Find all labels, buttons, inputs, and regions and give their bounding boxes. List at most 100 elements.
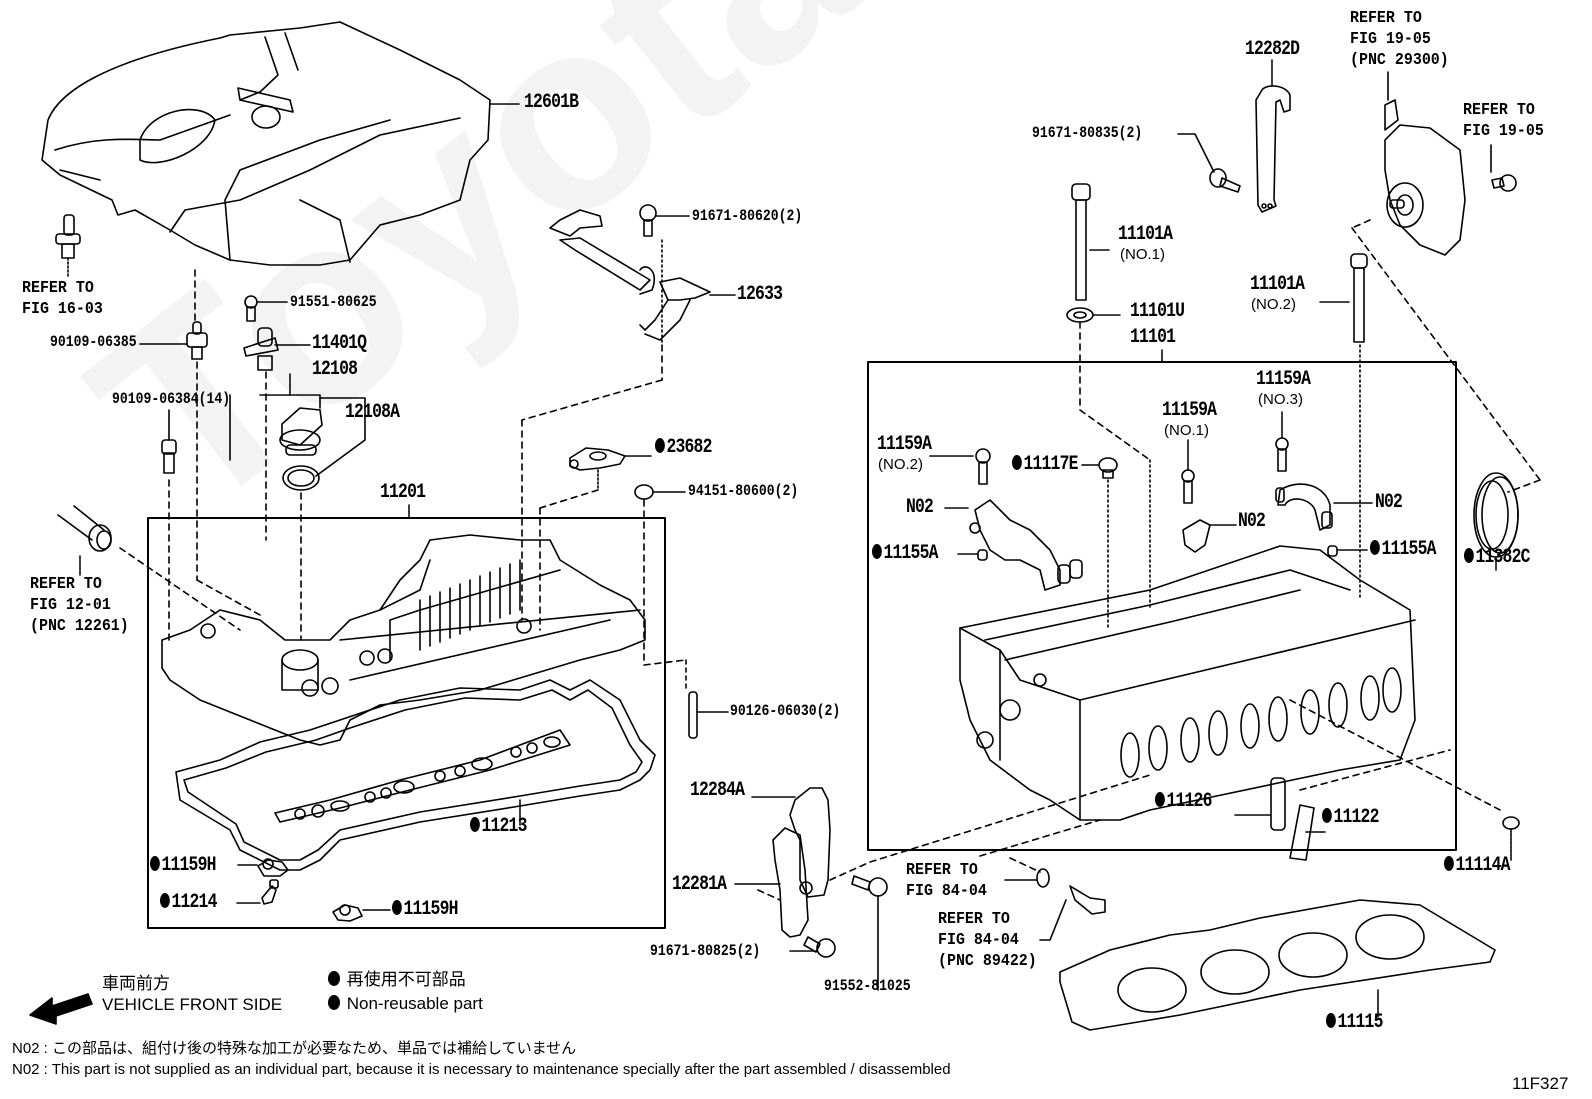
non-reusable-dot-icon — [392, 900, 402, 915]
part-label-91671-80835[interactable]: 91671-80835(2) — [1032, 124, 1143, 142]
cylinder-head-cover-frame — [147, 517, 666, 929]
part-label-12633[interactable]: 12633 — [737, 283, 783, 306]
part-label-11201[interactable]: 11201 — [380, 481, 426, 504]
non-reusable-dot-icon — [1370, 540, 1380, 555]
part-label-12108[interactable]: 12108 — [312, 358, 358, 381]
bolt-91671-80835-drawing — [1209, 168, 1241, 193]
part-label-n02-right[interactable]: N02 — [1375, 491, 1403, 514]
part-label-11214[interactable]: 11214 — [160, 893, 217, 913]
part-label-11101A-no2[interactable]: 11101A — [1250, 273, 1305, 296]
bolt-90109-06384-drawing — [161, 439, 177, 474]
part-label-90109-06385[interactable]: 90109-06385 — [50, 333, 137, 351]
part-label-11155A-left[interactable]: 11155A — [872, 544, 938, 564]
part-label-11213[interactable]: 11213 — [470, 817, 527, 837]
refer-fig-12-01[interactable]: REFER TO FIG 12-01 (PNC 12261) — [30, 575, 129, 636]
non-reusable-dot-icon — [1012, 455, 1022, 470]
part-label-11155A-right[interactable]: 11155A — [1370, 540, 1436, 560]
vehicle-front-arrow-icon — [29, 993, 93, 1025]
engine-cover-drawing — [41, 21, 491, 266]
cylinder-head-frame — [867, 361, 1457, 851]
dowel-drawing — [1327, 545, 1338, 557]
bolts-11159A-drawing — [975, 437, 1289, 504]
part-label-11159A-no3[interactable]: 11159A — [1256, 368, 1311, 391]
part-label-91671-80620[interactable]: 91671-80620(2) — [692, 207, 803, 225]
stud-90126-drawing — [688, 691, 698, 739]
note-n02-en: N02 : This part is not supplied as an in… — [12, 1061, 951, 1078]
legend-nonreusable-en: Non-reusable part — [328, 995, 483, 1012]
non-reusable-dot-icon — [872, 544, 882, 559]
refer-fig-84-04-gasket[interactable]: REFER TO FIG 84-04 — [906, 861, 987, 901]
oil-cap-drawing — [279, 407, 323, 491]
non-reusable-dot-icon — [160, 893, 170, 908]
non-reusable-dot-icon — [328, 995, 340, 1010]
refer-fig-16-03[interactable]: REFER TO FIG 16-03 — [22, 279, 103, 319]
part-label-23682[interactable]: 23682 — [655, 438, 712, 458]
refer-fig-19-05-bolt[interactable]: REFER TO FIG 19-05 — [1463, 101, 1544, 141]
plug-drawing — [1502, 816, 1520, 830]
part-label-n02-mid[interactable]: N02 — [1238, 510, 1266, 533]
part-sub-no1-b: (NO.1) — [1164, 422, 1209, 439]
vacuum-pump-drawing — [1384, 99, 1517, 256]
note-n02-jp: N02 : この部品は、組付け後の特殊な加工が必要なため、単品では補給していませ… — [12, 1040, 577, 1057]
part-label-12284A[interactable]: 12284A — [690, 779, 745, 802]
part-label-11401Q[interactable]: 11401Q — [312, 332, 367, 355]
nut-94151-drawing — [634, 484, 654, 500]
cylinder-head-cover-drawing — [161, 534, 646, 746]
hose-drawing — [57, 505, 112, 552]
part-label-11117E[interactable]: 11117E — [1012, 455, 1078, 475]
part-label-94151-80600[interactable]: 94151-80600(2) — [688, 482, 799, 500]
part-label-11115[interactable]: 11115 — [1326, 1013, 1383, 1033]
part-label-11101U[interactable]: 11101U — [1130, 300, 1185, 323]
part-sub-no2-b: (NO.2) — [878, 456, 923, 473]
non-reusable-dot-icon — [470, 817, 480, 832]
part-label-12282D[interactable]: 12282D — [1245, 38, 1300, 61]
part-label-11159A-no1[interactable]: 11159A — [1162, 399, 1217, 422]
part-label-12601B[interactable]: 12601B — [524, 91, 579, 114]
head-cover-gasket-drawing — [175, 679, 656, 871]
non-reusable-dot-icon — [150, 856, 160, 871]
head-bolts-drawing — [1066, 183, 1368, 343]
part-label-91551-80625[interactable]: 91551-80625 — [290, 293, 377, 311]
non-reusable-dot-icon — [1464, 548, 1474, 563]
part-label-11126[interactable]: 11126 — [1155, 792, 1212, 812]
legend-nonreusable-jp: 再使用不可部品 — [328, 971, 466, 988]
part-label-11159A-no2[interactable]: 11159A — [877, 433, 932, 456]
part-label-11101A-no1[interactable]: 11101A — [1118, 223, 1173, 246]
non-reusable-dot-icon — [655, 438, 665, 453]
bolt-90109-06385-drawing — [186, 321, 208, 360]
part-label-91552-81025[interactable]: 91552-81025 — [824, 977, 911, 995]
non-reusable-dot-icon — [1155, 792, 1165, 807]
refer-fig-19-05-pump[interactable]: REFER TO FIG 19-05 (PNC 29300) — [1350, 9, 1449, 70]
part-label-11382C[interactable]: 11382C — [1464, 548, 1530, 568]
oil-seal-drawing — [1473, 472, 1519, 558]
part-label-11114A[interactable]: 11114A — [1444, 856, 1510, 876]
part-label-91671-80825[interactable]: 91671-80825(2) — [650, 942, 761, 960]
cylinder-head-drawing — [959, 545, 1416, 821]
part-label-90126-06030[interactable]: 90126-06030(2) — [730, 702, 841, 720]
part-label-12281A[interactable]: 12281A — [672, 873, 727, 896]
part-label-11159H[interactable]: 11159H — [150, 856, 216, 876]
small-parts-drawing — [257, 858, 363, 922]
part-label-n02-left[interactable]: N02 — [906, 496, 934, 519]
part-label-11159H-2[interactable]: 11159H — [392, 900, 458, 920]
gasket-23682-drawing — [569, 447, 626, 471]
non-reusable-dot-icon — [1326, 1013, 1336, 1028]
lifting-bracket-drawing — [772, 787, 831, 938]
part-label-11101[interactable]: 11101 — [1130, 326, 1176, 349]
part-label-90109-06384[interactable]: 90109-06384(14) — [112, 390, 231, 408]
legend-front-en: VEHICLE FRONT SIDE — [102, 995, 283, 1014]
cam-caps-drawing — [969, 483, 1333, 591]
refer-fig-84-04-sensor[interactable]: REFER TO FIG 84-04 (PNC 89422) — [938, 910, 1037, 971]
part-sub-no2: (NO.2) — [1251, 296, 1296, 313]
dowel-drawing — [977, 549, 988, 561]
part-label-12108A[interactable]: 12108A — [345, 401, 400, 424]
non-reusable-dot-icon — [1322, 808, 1332, 823]
sensor-89422-drawing — [1036, 868, 1106, 915]
part-sub-no1: (NO.1) — [1120, 246, 1165, 263]
head-gasket-drawing — [1059, 899, 1496, 1031]
stud-drawing — [55, 214, 81, 259]
valve-guides-drawing — [1270, 777, 1315, 861]
part-label-11122[interactable]: 11122 — [1322, 808, 1379, 828]
